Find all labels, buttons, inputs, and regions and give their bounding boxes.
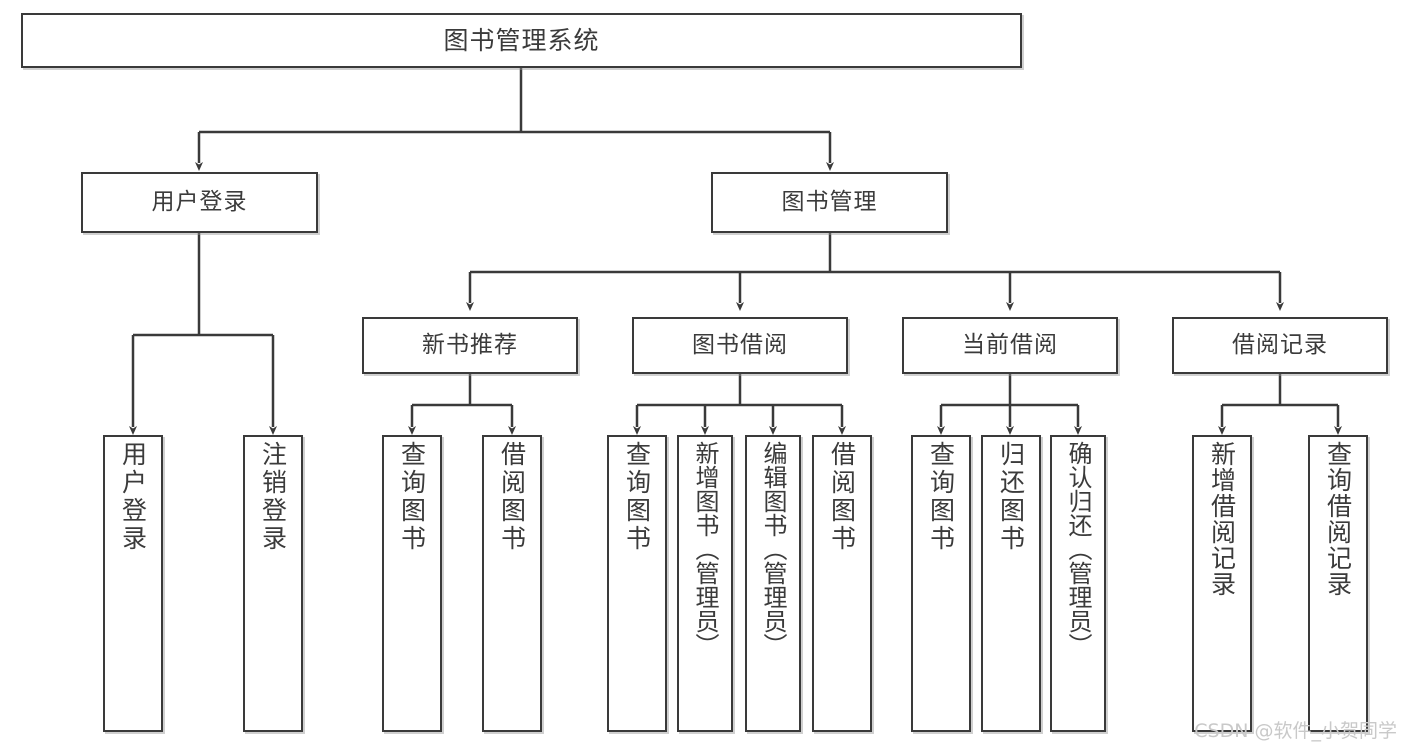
node-book-borrow[interactable]: 图书借阅 — [632, 317, 848, 374]
leaf-return-book[interactable]: 归还图书 — [981, 435, 1041, 732]
node-root-system[interactable]: 图书管理系统 — [21, 13, 1022, 68]
node-current-borrow[interactable]: 当前借阅 — [902, 317, 1118, 374]
leaf-query-book-borrow[interactable]: 查询图书 — [607, 435, 667, 732]
node-book-management[interactable]: 图书管理 — [711, 172, 948, 233]
leaf-query-borrow-record[interactable]: 查询借阅记录 — [1308, 435, 1368, 732]
leaf-user-login[interactable]: 用户登录 — [103, 435, 163, 732]
node-label: 借阅记录 — [1232, 331, 1328, 358]
node-label: 归还图书 — [996, 441, 1026, 553]
node-label: 查询图书 — [397, 441, 427, 553]
node-borrow-record[interactable]: 借阅记录 — [1172, 317, 1388, 374]
node-label: 图书管理 — [781, 188, 878, 215]
leaf-query-book-new[interactable]: 查询图书 — [382, 435, 442, 732]
leaf-edit-book-admin[interactable]: 编辑图书（管理员） — [745, 435, 801, 732]
leaf-confirm-return-admin[interactable]: 确认归还（管理员） — [1050, 435, 1106, 732]
leaf-borrow-book-new[interactable]: 借阅图书 — [482, 435, 542, 732]
node-label: 新增图书（管理员） — [691, 441, 719, 657]
csdn-watermark: CSDN @软件_小贺同学 — [1194, 720, 1397, 742]
leaf-add-borrow-record[interactable]: 新增借阅记录 — [1192, 435, 1252, 732]
node-label: 编辑图书（管理员） — [759, 441, 787, 657]
leaf-logout[interactable]: 注销登录 — [243, 435, 303, 732]
node-label: 确认归还（管理员） — [1064, 441, 1092, 657]
node-label: 查询图书 — [926, 441, 956, 553]
node-label: 用户登录 — [151, 188, 248, 215]
leaf-borrow-book[interactable]: 借阅图书 — [812, 435, 872, 732]
node-label: 借阅图书 — [827, 441, 857, 553]
node-label: 用户登录 — [118, 441, 148, 553]
node-label: 查询图书 — [622, 441, 652, 553]
node-label: 图书借阅 — [692, 331, 788, 358]
leaf-add-book-admin[interactable]: 新增图书（管理员） — [677, 435, 733, 732]
node-label: 新书推荐 — [422, 331, 518, 358]
node-label: 借阅图书 — [497, 441, 527, 553]
node-label: 新增借阅记录 — [1207, 441, 1237, 597]
node-label: 图书管理系统 — [443, 25, 600, 55]
node-user-login[interactable]: 用户登录 — [81, 172, 318, 233]
node-new-book-recommend[interactable]: 新书推荐 — [362, 317, 578, 374]
node-label: 当前借阅 — [962, 331, 1058, 358]
leaf-query-book-current[interactable]: 查询图书 — [911, 435, 971, 732]
node-label: 注销登录 — [258, 441, 288, 553]
node-label: 查询借阅记录 — [1323, 441, 1353, 597]
